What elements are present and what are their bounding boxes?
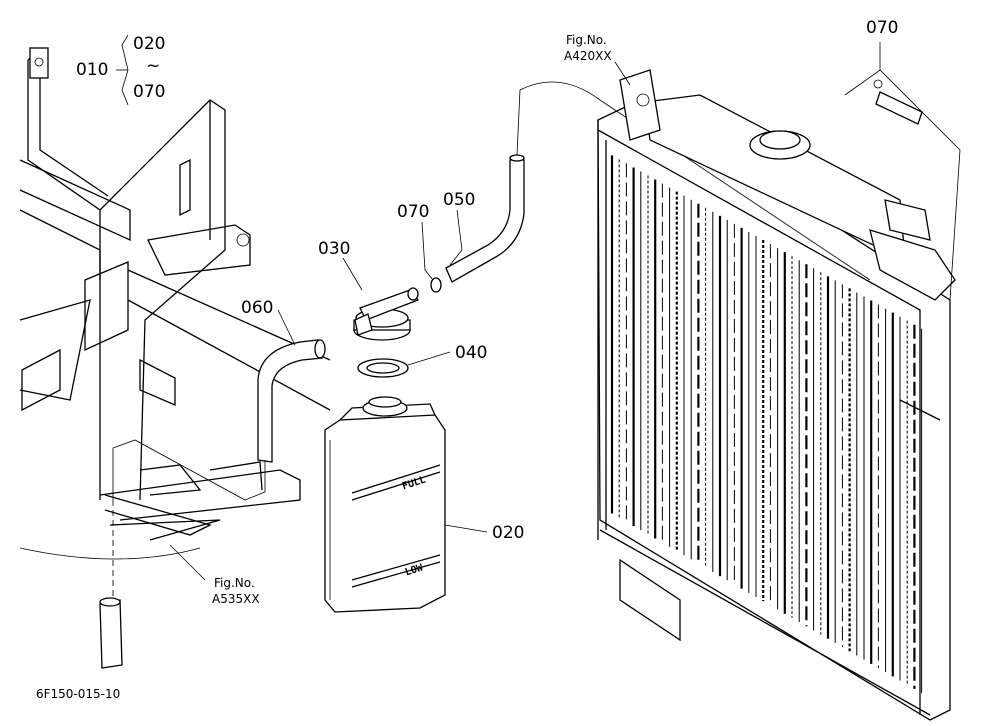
group-label: 010 (76, 60, 109, 80)
reservoir-tank-020 (324, 396, 446, 613)
hose-050 (430, 81, 871, 293)
radiator-fins (610, 155, 923, 694)
leader-lines (116, 34, 881, 581)
part-020[interactable]: 020 (492, 523, 525, 543)
hose-060 (99, 339, 326, 669)
group-range-from: 020 (133, 34, 166, 54)
frame-bracket (19, 47, 331, 560)
part-070-mid[interactable]: 070 (397, 202, 430, 222)
diagram-id: 6F150-015-10 (36, 687, 121, 701)
gasket-040 (357, 358, 409, 378)
part-040[interactable]: 040 (455, 343, 488, 363)
part-070-top[interactable]: 070 (866, 18, 899, 38)
bracket-ref-caption: Fig.No. (214, 576, 255, 590)
part-030[interactable]: 030 (318, 239, 351, 259)
cap-030 (353, 287, 420, 341)
radiator (597, 69, 961, 721)
radiator-ref-code: A420XX (564, 49, 612, 63)
group-range-sep: ~ (146, 56, 161, 76)
group-range-to: 070 (133, 82, 166, 102)
part-060[interactable]: 060 (241, 298, 274, 318)
bracket-ref-code: A535XX (212, 592, 260, 606)
part-050[interactable]: 050 (443, 190, 476, 210)
radiator-ref-caption: Fig.No. (566, 33, 607, 47)
